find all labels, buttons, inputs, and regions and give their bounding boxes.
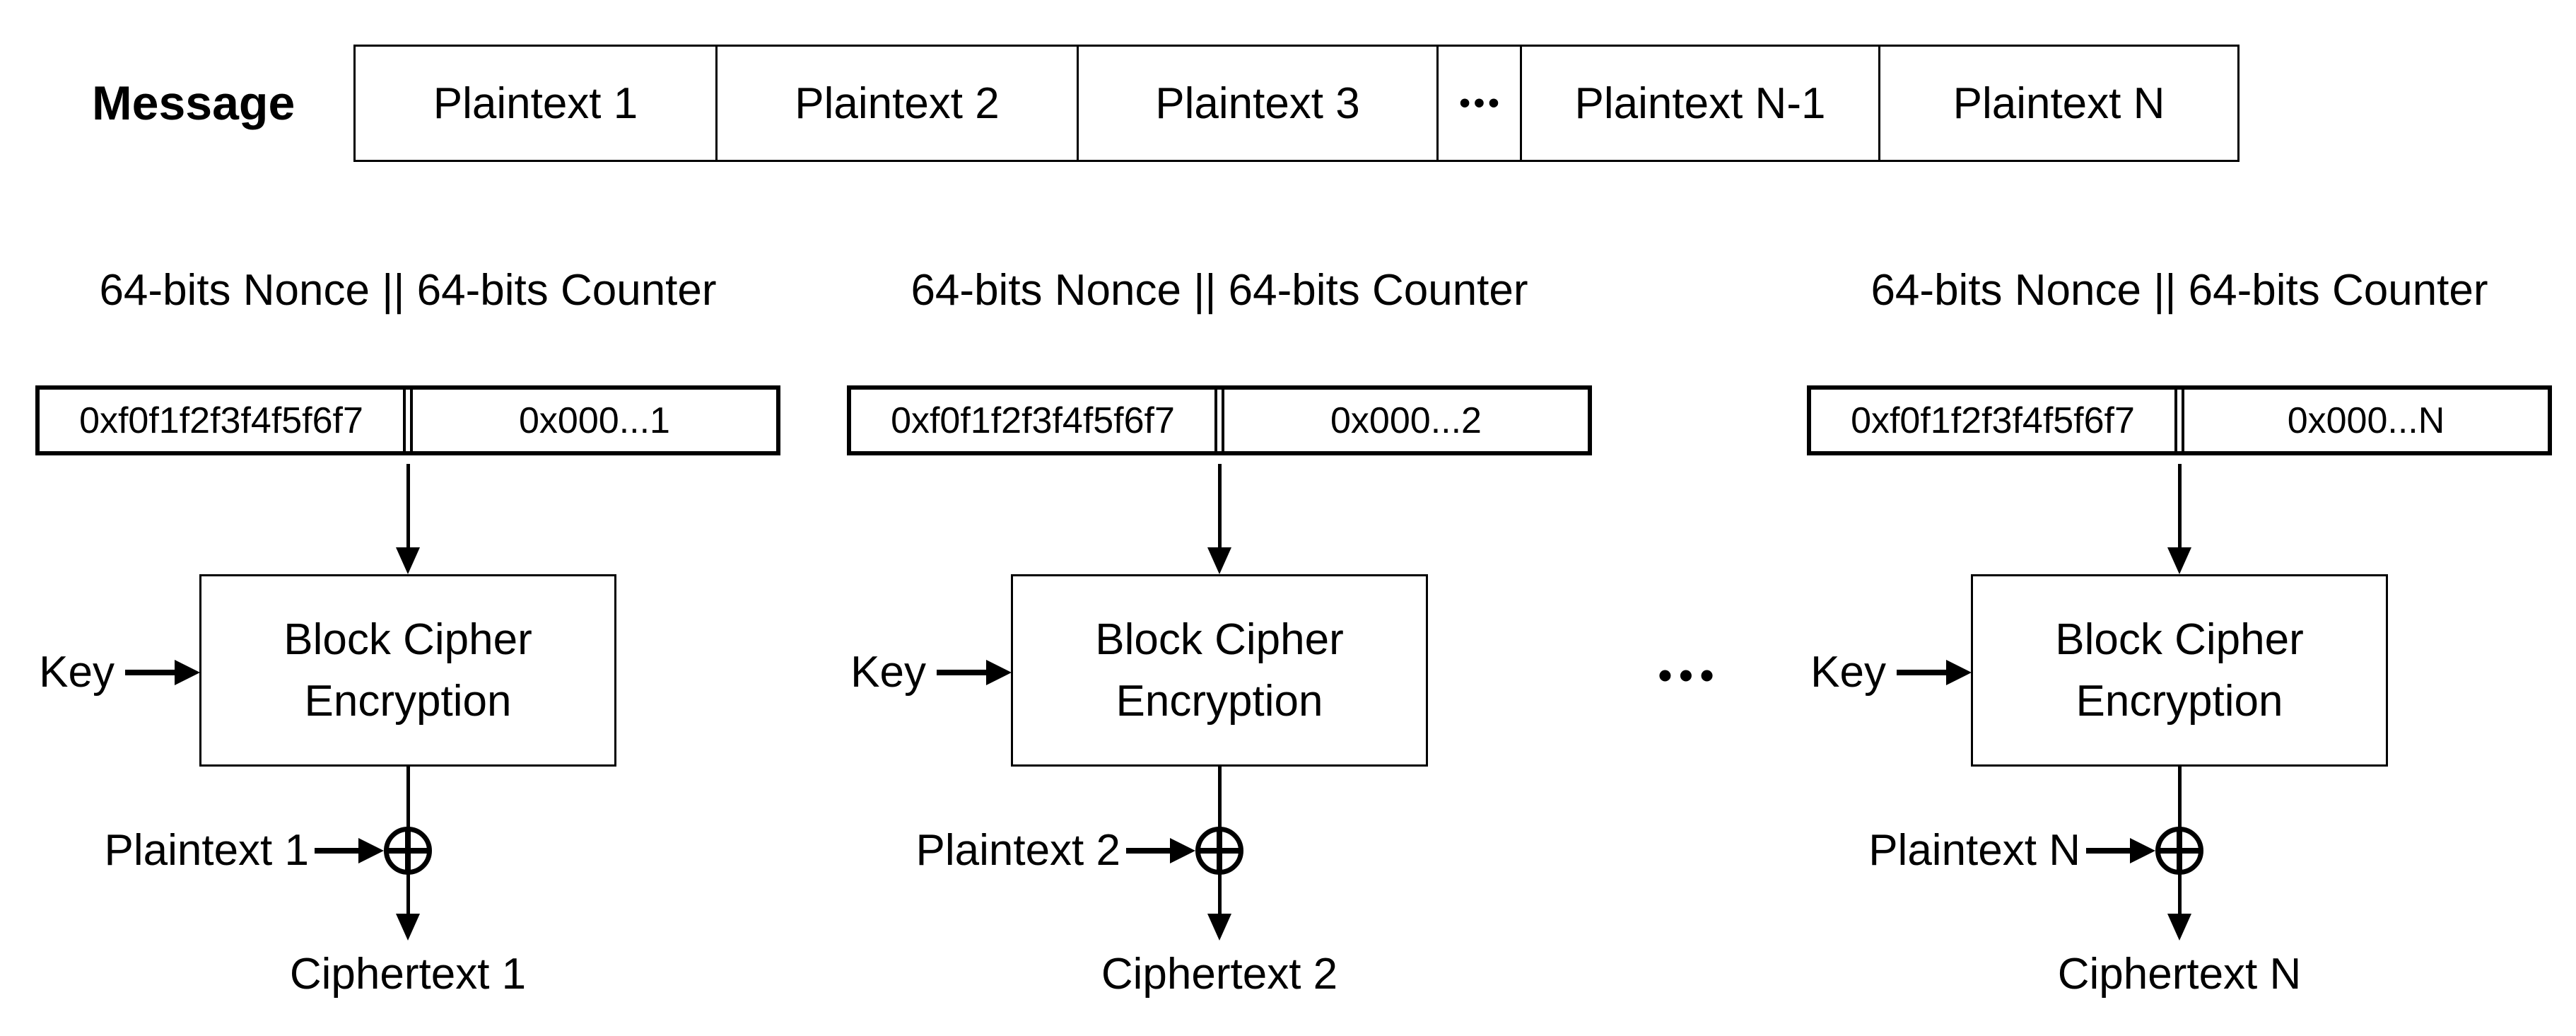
message-cell-plaintext-3: Plaintext 3 [1077,47,1436,160]
nonce-to-cipher-line [2178,464,2182,547]
nonce-counter-box: 0xf0f1f2f3f4f5f6f7 0x000...1 [35,385,780,455]
nonce-to-cipher-arrowhead-icon [2167,547,2191,574]
nonce-counter-label: 64-bits Nonce || 64-bits Counter [1870,266,2488,315]
key-label: Key [39,648,115,697]
cipher-to-xor-line [1218,767,1222,829]
block-cipher-text-line1: Block Cipher [2055,615,2304,664]
block-cipher-text-line1: Block Cipher [1095,615,1344,664]
plaintext-label: Plaintext 1 [104,826,309,875]
plaintext-arrow-line [2086,848,2130,854]
key-arrow-line [937,670,988,675]
cipher-to-xor-line [2178,767,2182,829]
message-cell-plaintext-2: Plaintext 2 [715,47,1077,160]
plaintext-arrowhead-icon [1170,838,1195,863]
key-arrowhead-icon [175,660,200,685]
ciphertext-arrowhead-icon [1207,914,1231,941]
nonce-value: 0xf0f1f2f3f4f5f6f7 [79,400,363,441]
ciphertext-label: Ciphertext 1 [289,950,527,999]
columns-ellipsis: ••• [1658,653,1721,697]
nonce-to-cipher-arrowhead-icon [396,547,420,574]
message-row: Plaintext 1 Plaintext 2 Plaintext 3 ••• … [353,45,2240,162]
key-arrow-line [125,670,176,675]
block-cipher-text-line2: Encryption [1116,677,1323,726]
concat-divider [2174,390,2184,451]
plaintext-arrowhead-icon [358,838,384,863]
message-cell-plaintext-n-1: Plaintext N-1 [1520,47,1878,160]
nonce-to-cipher-line [406,464,410,547]
xor-to-ciphertext-line [406,874,410,914]
ciphertext-label: Ciphertext N [2057,950,2302,999]
counter-value: 0x000...2 [1330,400,1482,441]
plaintext-arrow-line [315,848,358,854]
counter-value: 0x000...N [2287,400,2445,441]
ciphertext-label: Ciphertext 2 [1101,950,1338,999]
cipher-to-xor-line [406,767,410,829]
block-cipher-text-line2: Encryption [304,677,512,726]
message-label: Message [92,76,295,130]
ciphertext-arrowhead-icon [2167,914,2191,941]
block-cipher-text-line1: Block Cipher [283,615,532,664]
key-arrow-line [1897,670,1948,675]
block-cipher-encryption-box: Block Cipher Encryption [199,574,616,767]
plaintext-arrow-line [1126,848,1170,854]
message-cell-plaintext-1: Plaintext 1 [433,78,638,128]
plaintext-arrowhead-icon [2130,838,2155,863]
xor-to-ciphertext-line [1218,874,1222,914]
xor-icon [2155,827,2203,875]
nonce-value: 0xf0f1f2f3f4f5f6f7 [891,400,1175,441]
key-label: Key [1810,648,1886,697]
key-arrowhead-icon [1946,660,1972,685]
block-cipher-text-line2: Encryption [2076,677,2283,726]
key-arrowhead-icon [986,660,1012,685]
plaintext-label: Plaintext N [1868,826,2080,875]
block-cipher-encryption-box: Block Cipher Encryption [1011,574,1428,767]
nonce-counter-label: 64-bits Nonce || 64-bits Counter [99,266,717,315]
key-label: Key [850,648,926,697]
xor-icon [384,827,432,875]
message-cell-plaintext-n: Plaintext N [1878,47,2237,160]
xor-to-ciphertext-line [2178,874,2182,914]
nonce-counter-label: 64-bits Nonce || 64-bits Counter [911,266,1528,315]
message-cell-ellipsis: ••• [1436,47,1520,160]
ciphertext-arrowhead-icon [396,914,420,941]
concat-divider [1214,390,1224,451]
nonce-counter-box: 0xf0f1f2f3f4f5f6f7 0x000...2 [847,385,1592,455]
nonce-value: 0xf0f1f2f3f4f5f6f7 [1851,400,2135,441]
xor-icon [1195,827,1243,875]
block-cipher-encryption-box: Block Cipher Encryption [1971,574,2388,767]
nonce-to-cipher-arrowhead-icon [1207,547,1231,574]
counter-value: 0x000...1 [519,400,670,441]
concat-divider [403,390,413,451]
plaintext-label: Plaintext 2 [915,826,1120,875]
nonce-to-cipher-line [1218,464,1222,547]
nonce-counter-box: 0xf0f1f2f3f4f5f6f7 0x000...N [1807,385,2552,455]
